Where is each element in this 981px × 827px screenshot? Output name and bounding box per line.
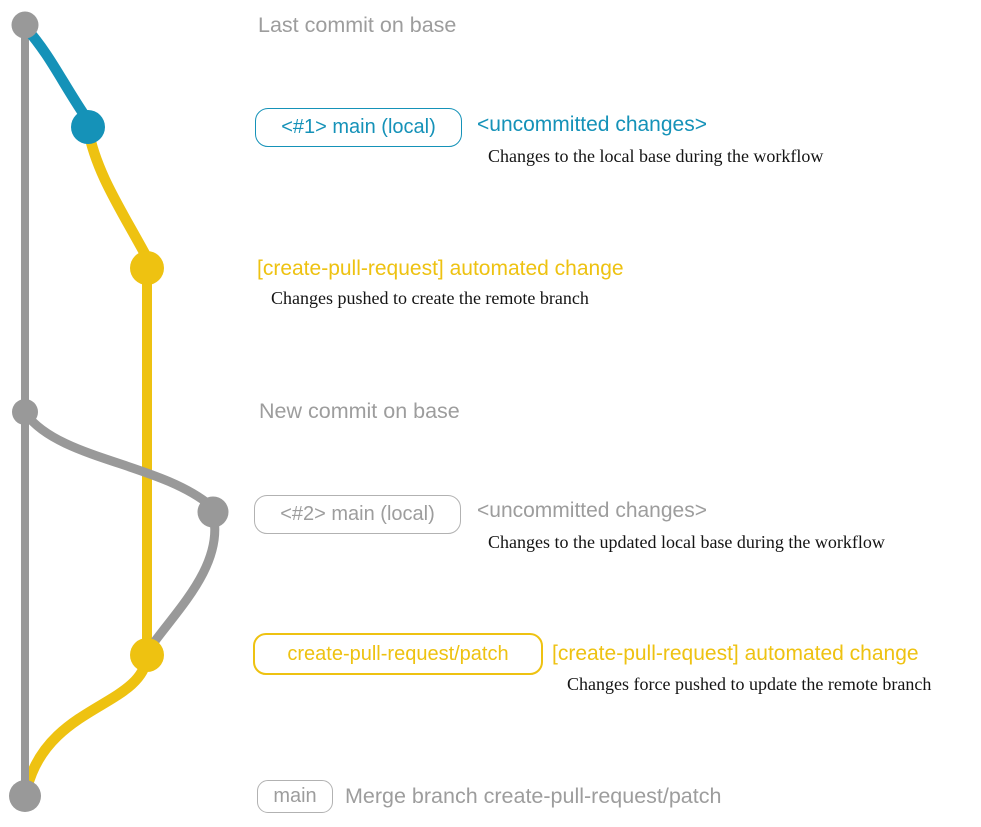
commit-dot-patch-2 bbox=[130, 638, 164, 672]
headline-uncommitted-changes-1: <uncommitted changes> bbox=[477, 113, 707, 136]
branch-badge-main: main bbox=[257, 780, 333, 813]
commit-dot-base-1 bbox=[11, 11, 39, 39]
local-branch-curve bbox=[20, 22, 91, 122]
base-branch-curve-out bbox=[21, 409, 216, 511]
caption-new-commit-on-base: New commit on base bbox=[259, 399, 460, 423]
caption-merge-branch: Merge branch create-pull-request/patch bbox=[345, 784, 722, 808]
headline-automated-change-2: [create-pull-request] automated change bbox=[552, 642, 919, 665]
note-force-pushed: Changes force pushed to update the remot… bbox=[567, 674, 932, 694]
commit-dot-patch-1 bbox=[130, 251, 164, 285]
branch-badge-main-local-1: <#1> main (local) bbox=[255, 108, 462, 147]
commit-dot-local-1 bbox=[71, 110, 105, 144]
headline-uncommitted-changes-2: <uncommitted changes> bbox=[477, 499, 707, 522]
note-local-base: Changes to the local base during the wor… bbox=[488, 146, 824, 166]
branch-badge-main-local-2: <#2> main (local) bbox=[254, 495, 461, 534]
commit-dot-base-2 bbox=[12, 399, 38, 425]
commit-dot-local-2 bbox=[197, 496, 229, 528]
base-branch-curve-in bbox=[145, 509, 220, 653]
patch-branch-curve-top bbox=[82, 123, 151, 260]
note-pushed-create: Changes pushed to create the remote bran… bbox=[271, 288, 589, 308]
branch-badge-patch: create-pull-request/patch bbox=[253, 633, 543, 675]
note-updated-local-base: Changes to the updated local base during… bbox=[488, 532, 885, 552]
patch-branch-curve-bottom bbox=[21, 651, 153, 794]
caption-last-commit-on-base: Last commit on base bbox=[258, 13, 457, 37]
headline-automated-change-1: [create-pull-request] automated change bbox=[257, 257, 624, 280]
commit-dot-base-merge bbox=[9, 780, 41, 812]
